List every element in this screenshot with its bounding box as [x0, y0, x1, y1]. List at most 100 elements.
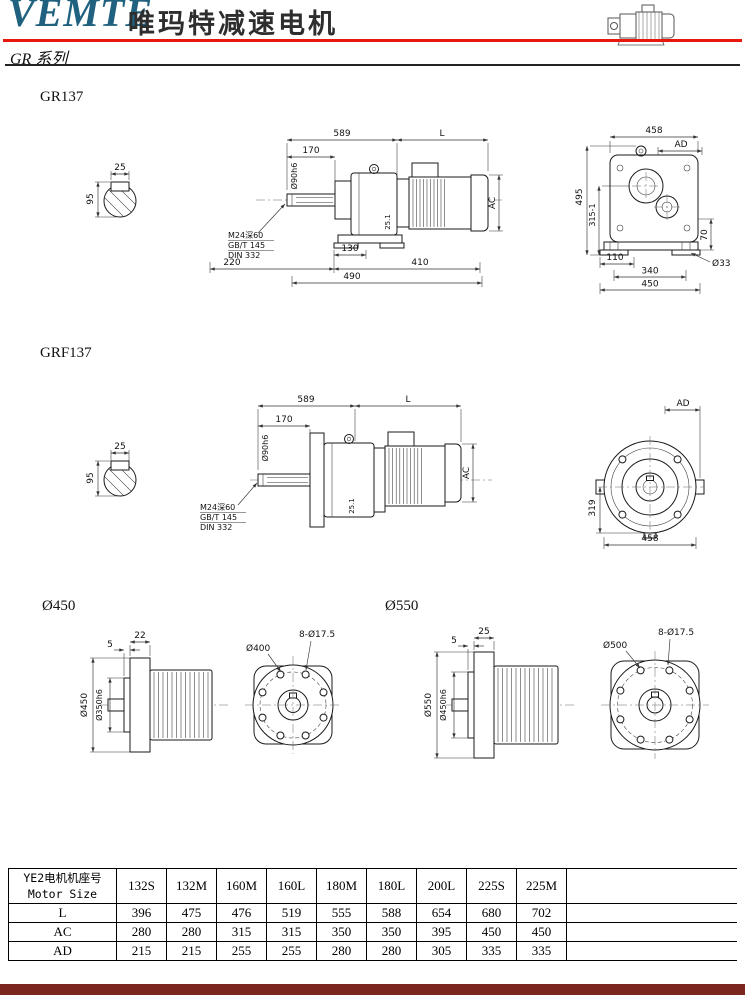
flange-550-holes-label: 8-Ø17.5 — [658, 627, 694, 638]
grf137-dim-AD: AD — [676, 399, 689, 409]
col-header-225S: 225S — [466, 868, 517, 904]
gr137-dim-130: 130 — [341, 244, 358, 254]
col-header-225M: 225M — [516, 868, 567, 904]
series-title: GR 系列 — [10, 51, 68, 68]
grf137-dim-170: 170 — [275, 415, 292, 425]
gr137-dim-70: 70 — [700, 229, 710, 241]
gr137-dim-495: 495 — [575, 188, 585, 205]
grf137-tap-standard-din: DIN 332 — [200, 523, 232, 532]
table-cell: 702 — [516, 903, 567, 923]
grf137-end-view: AD 319 458 — [588, 399, 705, 549]
flange-550-spigot-label: Ø450h6 — [438, 689, 448, 721]
series-rule — [5, 64, 740, 66]
flange-550-bolt-circle-label: Ø500 — [603, 640, 628, 651]
flange-450-side-view: 22 5 Ø450 Ø350h6 — [79, 631, 230, 753]
section-title-gr137: GR137 — [40, 89, 84, 105]
gr137-shaft-dia-label: Ø90h6 — [289, 163, 299, 190]
flange-450-spigot-label: Ø350h6 — [94, 689, 104, 721]
gr137-dim-458: 458 — [645, 126, 662, 136]
table-filler — [566, 903, 737, 923]
flange-450-lip-label: 5 — [107, 640, 113, 650]
motor-size-header: YE2电机机座号 Motor Size — [8, 868, 117, 904]
table-cell: 280 — [366, 941, 417, 961]
gearmotor-illustration — [607, 4, 675, 46]
grf137-dim-AC: AC — [462, 467, 472, 479]
header-rule — [3, 39, 742, 42]
gr137-dim-450: 450 — [641, 280, 658, 290]
flange-450-thickness-label: 22 — [134, 631, 145, 641]
grf137-drawing: 25 95 589 L 170 Ø9 — [86, 395, 705, 549]
col-header-132S: 132S — [116, 868, 167, 904]
brand-logo: VEMTE — [8, 0, 154, 35]
grf137-tap-spec: M24深60 — [200, 503, 235, 512]
motor-size-header-cn: YE2电机机座号 — [23, 871, 102, 885]
gr137-tap-standard-din: DIN 332 — [228, 251, 260, 260]
table-cell: 519 — [266, 903, 317, 923]
flange-550-od-label: Ø550 — [423, 693, 434, 718]
table-cell: 450 — [466, 922, 517, 942]
col-header-160L: 160L — [266, 868, 317, 904]
flange-550-side-view: 25 5 Ø550 Ø450h6 — [423, 627, 575, 759]
gr137-dim-170: 170 — [302, 146, 319, 156]
section-title-flange-450: Ø450 — [42, 598, 76, 614]
flange-550-front-view: Ø500 8-Ø17.5 — [601, 627, 709, 759]
col-header-132M: 132M — [166, 868, 217, 904]
grf137-shaft-cross-section: 25 95 — [86, 442, 137, 497]
motor-dimension-table: YE2电机机座号 Motor Size 132S 132M 160M 160L … — [8, 868, 737, 961]
gr137-dim-L: L — [439, 129, 444, 139]
gr137-foot-hole-label: Ø33 — [712, 258, 731, 269]
row-label-AD: AD — [8, 941, 117, 961]
footer-bar — [0, 984, 745, 995]
table-cell: 305 — [416, 941, 467, 961]
grf137-shaft-dia-label: Ø90h6 — [260, 435, 270, 462]
col-header-200L: 200L — [416, 868, 467, 904]
grf137-dim-25-1: 25.1 — [348, 498, 356, 514]
gr137-tap-spec: M24深60 — [228, 231, 263, 240]
gr137-side-view: 589 L 170 Ø90h6 AC M24深60 GB/T 145 DIN 3… — [209, 129, 503, 287]
table-filler — [566, 922, 737, 942]
grf137-tap-standard-gb: GB/T 145 — [200, 513, 237, 522]
table-cell: 280 — [316, 941, 367, 961]
grf137-dim-589: 589 — [297, 395, 314, 405]
gr137-tap-standard-gb: GB/T 145 — [228, 241, 265, 250]
flange-550-lip-label: 5 — [451, 636, 457, 646]
table-cell: 588 — [366, 903, 417, 923]
table-cell: 555 — [316, 903, 367, 923]
gr137-dim-220: 220 — [223, 258, 240, 268]
table-cell: 255 — [266, 941, 317, 961]
gr137-dim-AC: AC — [488, 197, 498, 209]
table-cell: 396 — [116, 903, 167, 923]
table-cell: 654 — [416, 903, 467, 923]
table-cell: 215 — [166, 941, 217, 961]
table-cell: 280 — [116, 922, 167, 942]
grf137-side-view: 589 L 170 Ø90h6 AC M24深60 GB/T 145 DIN 3… — [200, 395, 492, 532]
table-cell: 315 — [266, 922, 317, 942]
table-cell: 350 — [316, 922, 367, 942]
gr137-dim-340: 340 — [641, 267, 658, 277]
gr137-dim-410: 410 — [411, 258, 428, 268]
table-header-row: YE2电机机座号 Motor Size 132S 132M 160M 160L … — [8, 868, 737, 904]
flange-450-od-label: Ø450 — [79, 693, 90, 718]
motor-size-header-en: Motor Size — [27, 887, 98, 901]
gr137-key-width-label: 25 — [114, 163, 125, 173]
gr137-dim-25-1: 25.1 — [384, 214, 392, 230]
gr137-dim-589: 589 — [333, 129, 350, 139]
table-cell: 476 — [216, 903, 267, 923]
table-row-L: L 396 475 476 519 555 588 654 680 702 — [8, 903, 737, 923]
table-cell: 315 — [216, 922, 267, 942]
gr137-dim-AD: AD — [674, 140, 687, 150]
row-label-AC: AC — [8, 922, 117, 942]
table-filler — [566, 941, 737, 961]
col-header-160M: 160M — [216, 868, 267, 904]
table-row-AC: AC 280 280 315 315 350 350 395 450 450 — [8, 922, 737, 942]
flange-details-drawing: 22 5 Ø450 Ø350h6 — [79, 627, 709, 759]
table-cell: 350 — [366, 922, 417, 942]
col-header-180L: 180L — [366, 868, 417, 904]
table-cell: 280 — [166, 922, 217, 942]
grf137-dim-458: 458 — [641, 534, 658, 544]
brand-chinese-title: 唯玛特减速电机 — [128, 9, 338, 40]
table-cell: 335 — [466, 941, 517, 961]
flange-450-holes-label: 8-Ø17.5 — [299, 629, 335, 640]
gr137-dim-110: 110 — [606, 253, 623, 263]
